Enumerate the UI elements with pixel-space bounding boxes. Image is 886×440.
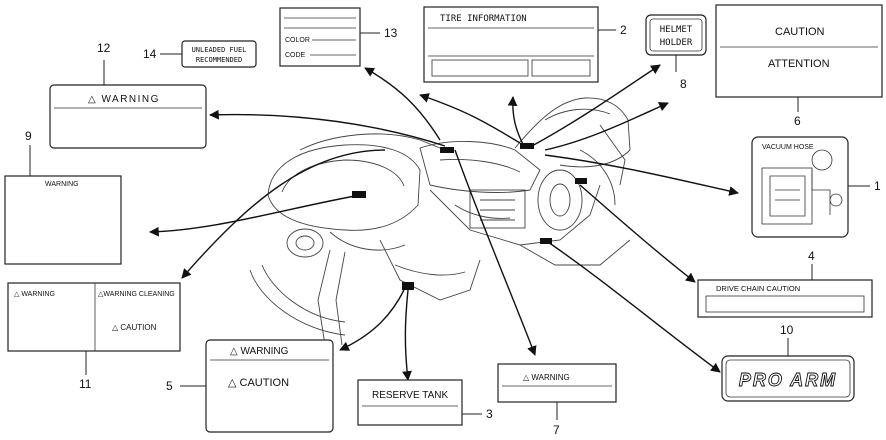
caution-attention-label-box bbox=[715, 4, 883, 98]
vacuum-hose-label-box bbox=[751, 136, 849, 238]
callout-14: 14 bbox=[143, 47, 157, 61]
motorcycle-drawing bbox=[249, 97, 631, 346]
label-1-vacuum-hose: VACUUM HOSE 1 bbox=[751, 136, 881, 238]
warning-12-title: △ WARNING bbox=[88, 94, 160, 105]
caution-triangle-icon: △ bbox=[228, 377, 240, 389]
pro-arm-logo: PRO ARM bbox=[739, 370, 837, 390]
code-13-title: CODE bbox=[285, 52, 306, 59]
helmet-holder-line2: HOLDER bbox=[660, 38, 693, 48]
label-11-warning-cleaning: △ WARNING △WARNING CLEANING △ CAUTION 11 bbox=[7, 282, 181, 391]
callout-12: 12 bbox=[97, 41, 111, 55]
warning-triangle-icon: △ bbox=[14, 291, 21, 298]
caution-6-title: CAUTION bbox=[775, 26, 825, 38]
color-13-title: COLOR bbox=[285, 37, 310, 44]
callout-3: 3 bbox=[486, 407, 493, 421]
vacuum-hose-title: VACUUM HOSE bbox=[762, 144, 814, 151]
attention-6-title: ATTENTION bbox=[768, 58, 830, 70]
warning-5-title: △ WARNING bbox=[230, 346, 289, 357]
helmet-holder-line1: HELMET bbox=[660, 25, 693, 35]
vacuum-hose-schematic-icon bbox=[761, 149, 843, 225]
callout-13: 13 bbox=[384, 26, 398, 40]
warning-7-title: △ WARNING bbox=[523, 373, 570, 382]
warning-cleaning-11-title: △WARNING CLEANING bbox=[98, 291, 175, 298]
warning-9-label-box bbox=[4, 175, 122, 265]
label-5-warning-caution: △ WARNING △ CAUTION 5 bbox=[166, 339, 334, 433]
label-13-color-code: COLOR CODE 13 bbox=[279, 7, 398, 67]
tire-info-label-box bbox=[423, 6, 599, 83]
callout-7: 7 bbox=[553, 423, 560, 437]
label-14-unleaded-fuel: UNLEADED FUEL RECOMMENDED 14 bbox=[143, 40, 257, 68]
warning-triangle-icon: △ bbox=[88, 94, 101, 105]
label-9-warning: WARNING 9 bbox=[4, 129, 122, 265]
caution-5-title: △ CAUTION bbox=[228, 377, 289, 389]
warning-11-title: △ WARNING bbox=[14, 291, 55, 298]
drive-chain-label-box bbox=[697, 279, 873, 318]
callout-2: 2 bbox=[620, 23, 627, 37]
reserve-tank-label-box bbox=[357, 379, 463, 426]
warning-triangle-icon: △ bbox=[230, 346, 240, 357]
label-6-caution-attention: CAUTION ATTENTION 6 bbox=[715, 4, 883, 128]
label-8-helmet-holder: HELMET HOLDER 8 bbox=[645, 14, 707, 91]
callout-6: 6 bbox=[794, 114, 801, 128]
callout-1: 1 bbox=[874, 179, 881, 193]
label-4-drive-chain-caution: DRIVE CHAIN CAUTION 4 bbox=[697, 249, 873, 318]
label-7-warning: △ WARNING 7 bbox=[497, 363, 617, 437]
warning-7-label-box bbox=[497, 363, 617, 403]
tire-info-title: TIRE INFORMATION bbox=[440, 14, 527, 24]
label-10-pro-arm: PRO ARM 10 bbox=[721, 323, 855, 402]
warning-cleaning-label-box bbox=[7, 282, 181, 352]
label-3-reserve-tank: RESERVE TANK 3 bbox=[357, 379, 493, 426]
leader-arrows bbox=[149, 64, 739, 381]
warning-triangle-icon: △ bbox=[523, 373, 531, 382]
callout-5: 5 bbox=[166, 379, 173, 393]
label-2-tire-information: TIRE INFORMATION 2 bbox=[423, 6, 627, 83]
callout-8: 8 bbox=[680, 77, 687, 91]
warning-9-title: WARNING bbox=[45, 181, 79, 188]
callout-11: 11 bbox=[79, 377, 92, 391]
caution-11-title: △ CAUTION bbox=[112, 323, 157, 332]
callout-10: 10 bbox=[780, 323, 794, 337]
unleaded-fuel-line2: RECOMMENDED bbox=[196, 56, 242, 64]
warning-triangle-icon: △ bbox=[98, 291, 104, 298]
warning-12-label-box bbox=[49, 84, 207, 149]
callout-9: 9 bbox=[25, 129, 32, 143]
drive-chain-title: DRIVE CHAIN CAUTION bbox=[716, 284, 800, 293]
unleaded-fuel-line1: UNLEADED FUEL bbox=[192, 46, 247, 54]
reserve-tank-title: RESERVE TANK bbox=[372, 390, 448, 401]
label-12-warning: △ WARNING 12 bbox=[49, 41, 207, 149]
helmet-holder-label-box bbox=[645, 14, 707, 56]
callout-4: 4 bbox=[808, 249, 815, 263]
caution-triangle-icon: △ bbox=[112, 323, 120, 332]
